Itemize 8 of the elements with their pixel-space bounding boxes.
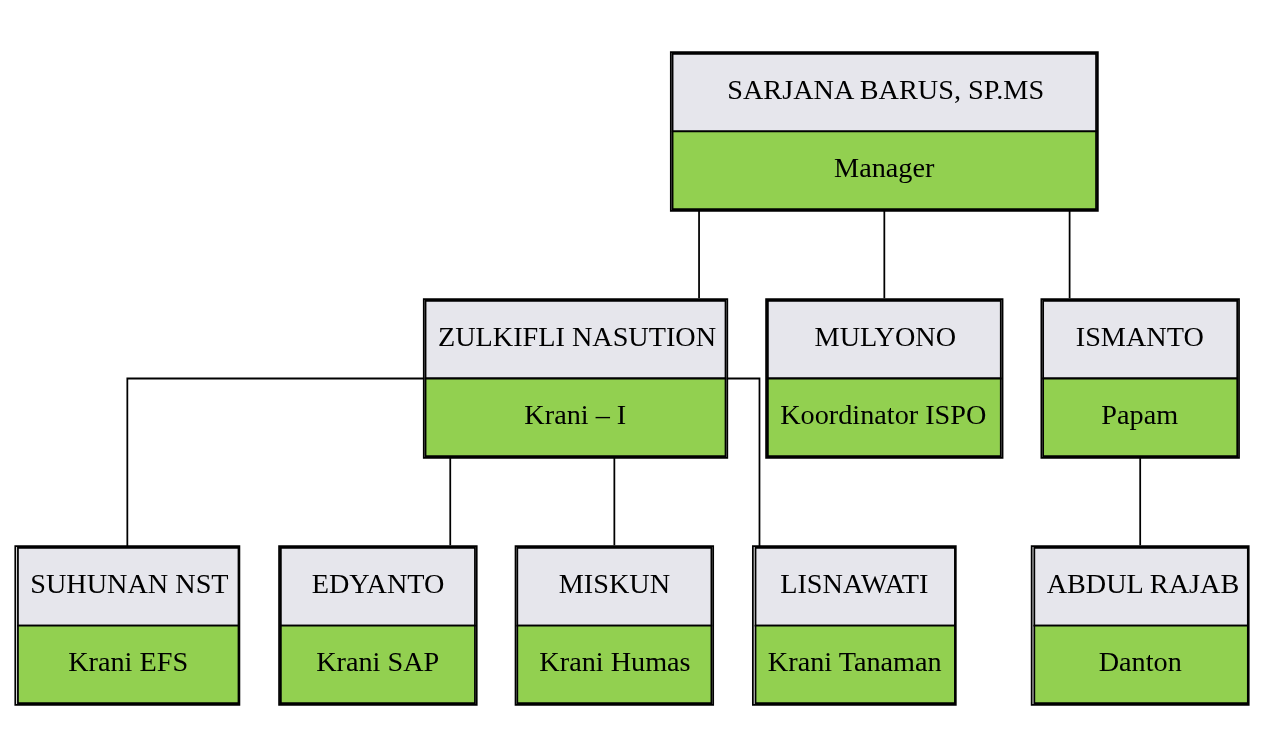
connector [1139,456,1142,546]
connector [726,377,761,547]
connector [698,209,700,299]
connector [449,456,452,546]
connector [613,456,616,546]
connector [883,209,886,299]
connector [126,377,425,547]
connector [1068,209,1071,299]
